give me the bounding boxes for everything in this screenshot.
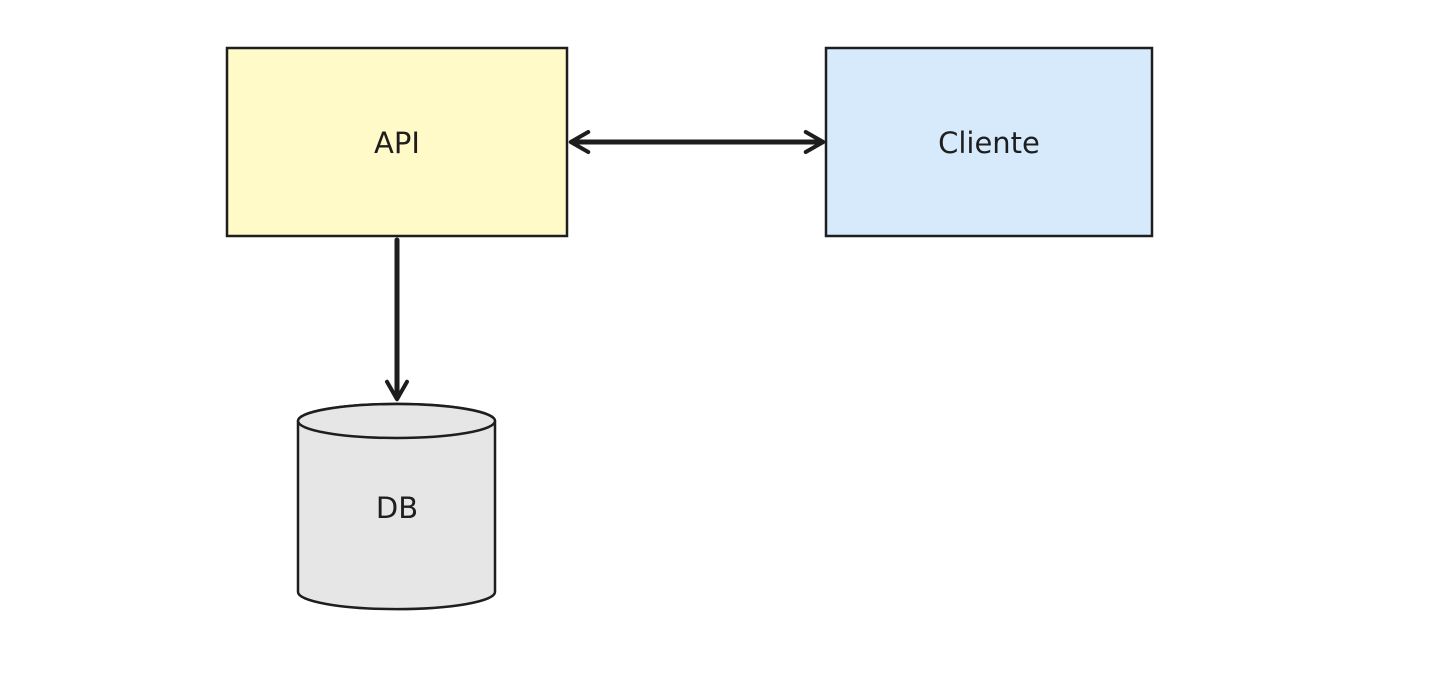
node-db[interactable]: DB	[296, 402, 497, 611]
node-api-label: API	[374, 126, 420, 160]
node-db-top	[296, 402, 497, 440]
node-api[interactable]: API	[225, 46, 569, 238]
node-db-label: DB	[376, 491, 418, 525]
node-cliente-box	[824, 46, 1154, 238]
node-cliente[interactable]: Cliente	[824, 46, 1154, 238]
node-cliente-label: Cliente	[938, 126, 1040, 160]
node-api-box	[225, 46, 569, 238]
